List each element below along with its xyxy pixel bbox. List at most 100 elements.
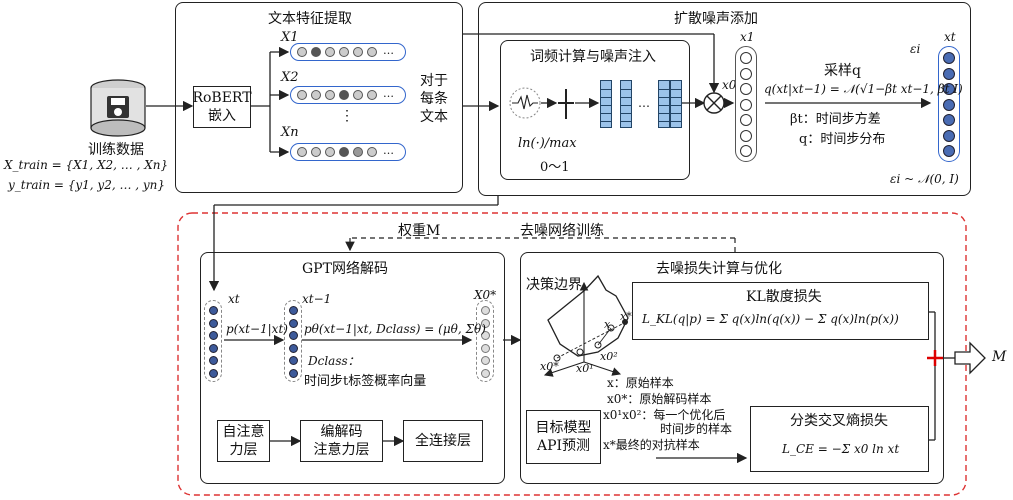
kl-title: KL散度损失 — [746, 289, 822, 305]
vector-dot — [943, 129, 955, 142]
gpt-x0star-label: X0* — [474, 288, 497, 302]
vector-dot — [353, 147, 363, 157]
legend-line-3: 时间步的样本 — [660, 422, 733, 436]
gpt-vector-xt — [204, 300, 222, 382]
sample-label: 采样q — [824, 63, 861, 79]
vector-dot — [353, 90, 363, 100]
vector-dot — [288, 318, 298, 328]
waveform-icon — [509, 87, 541, 119]
vector-dot — [339, 90, 349, 100]
vector-dot — [480, 306, 490, 315]
word-freq-panel — [500, 40, 690, 180]
vector-dot — [288, 356, 298, 365]
vector-label-x1: X1 — [281, 30, 299, 45]
x1-label: x1 — [740, 30, 755, 44]
vector-dot — [208, 318, 218, 328]
fully-connected-block: 全连接层 — [403, 420, 483, 462]
vector-ellipsis: ⋮ — [340, 108, 354, 124]
feature-vector-x1: … — [290, 43, 406, 61]
vector-dot — [943, 83, 955, 95]
vector-dot — [208, 356, 218, 365]
noise-bar — [670, 80, 682, 128]
vector-dot — [740, 67, 752, 80]
gpt-vector-xt1 — [284, 300, 302, 382]
dclass-desc: 时间步t标签概率向量 — [304, 374, 427, 389]
beta-desc: βt：时间步方差 — [790, 112, 881, 127]
vector-ellipsis: … — [383, 144, 394, 157]
x0-label: x0 — [722, 78, 737, 92]
vector-ellipsis: … — [383, 87, 394, 100]
vector-dot — [353, 47, 363, 57]
self-attention-block: 自注意 力层 — [217, 420, 270, 462]
ce-formula: L_CE = −Σ x0 ln xt — [782, 442, 900, 456]
ce-loss-box — [750, 406, 929, 472]
point-label-xstar: x* — [620, 310, 632, 323]
vector-dot — [311, 90, 321, 100]
vector-dot — [740, 129, 752, 142]
vector-label-x2: X2 — [281, 70, 299, 85]
y-train-formula: y_train = {y1, y2, … , yn} — [8, 178, 166, 192]
noise-injection-icon — [558, 89, 574, 119]
feature-vector-xn: … — [290, 143, 406, 161]
noise-bars: … — [600, 80, 682, 128]
encoder-decoder-attention-block: 编解码 注意力层 — [300, 420, 383, 462]
point-label-x01: x0¹ — [576, 362, 594, 375]
vector-dot — [943, 52, 955, 64]
bar-ellipsis: … — [638, 96, 650, 110]
kl-formula: L_KL(q|p) = Σ q(x)ln(q(x)) − Σ q(x)ln(p(… — [642, 312, 899, 326]
vector-ellipsis: … — [383, 44, 394, 57]
diffusion-title: 扩散噪声添加 — [674, 11, 758, 27]
decision-boundary-surface — [543, 274, 629, 377]
denoise-train-label: 去噪网络训练 — [520, 223, 604, 239]
gpt-title: GPT网络解码 — [302, 261, 388, 277]
vector-dot — [740, 145, 752, 157]
p-formula: p(xt−1|xt) — [226, 322, 288, 336]
vector-dot — [325, 147, 335, 157]
diffusion-panel — [478, 2, 971, 196]
vector-dot — [339, 47, 349, 57]
gpt-xt1-label: xt−1 — [302, 292, 332, 306]
point-label-x: x — [604, 318, 611, 331]
vector-dot — [288, 368, 298, 378]
legend-line-4: x*最终的对抗样本 — [603, 438, 700, 452]
vector-dot — [740, 52, 752, 64]
vector-dot — [740, 98, 752, 111]
vector-dot — [297, 47, 307, 57]
vector-dot — [208, 343, 218, 353]
roberta-embedding-block: RoBERT 嵌入 — [192, 86, 252, 128]
gpt-xt-label: xt — [228, 292, 240, 306]
vector-dot — [740, 83, 752, 95]
ptheta-formula: pθ(xt−1|xt, Dclass) = (μθ, Σθ) — [304, 322, 486, 336]
vector-dot — [288, 306, 298, 315]
vector-dot — [943, 145, 955, 157]
vector-dot — [311, 47, 321, 57]
x-train-formula: X_train = {X1, X2, … , Xn} — [4, 158, 169, 172]
eps-label: εi — [910, 42, 921, 56]
text-feature-panel — [175, 2, 463, 193]
noise-bar — [658, 80, 670, 128]
vector-dot — [208, 368, 218, 378]
output-label: M — [992, 349, 1007, 365]
range-label: 0～1 — [540, 160, 570, 175]
point-label-x02: x0² — [600, 350, 618, 363]
vector-dot — [288, 331, 298, 340]
enc-dec-label: 编解码 注意力层 — [313, 424, 370, 458]
weight-label: 权重M — [398, 223, 441, 239]
vector-dot — [480, 331, 490, 340]
noise-bar — [600, 80, 612, 128]
point-label-x0star: x0* — [540, 360, 559, 373]
gpt-vector-x0star — [476, 300, 494, 382]
vector-dot — [208, 331, 218, 340]
vector-dot — [943, 67, 955, 80]
loss-panel — [520, 252, 944, 484]
vector-dot — [297, 90, 307, 100]
text-feature-title: 文本特征提取 — [268, 11, 352, 27]
target-model-block: 目标模型 API预测 — [526, 410, 601, 464]
vector-dot — [480, 343, 490, 353]
vector-dot — [480, 356, 490, 365]
vector-dot — [325, 90, 335, 100]
vector-dot — [943, 114, 955, 126]
gpt-decoding-panel — [200, 252, 505, 484]
vector-dot — [325, 47, 335, 57]
q-formula: q(xt|xt−1) = 𝒩(√1−βt xt−1, βt I) — [764, 82, 963, 96]
